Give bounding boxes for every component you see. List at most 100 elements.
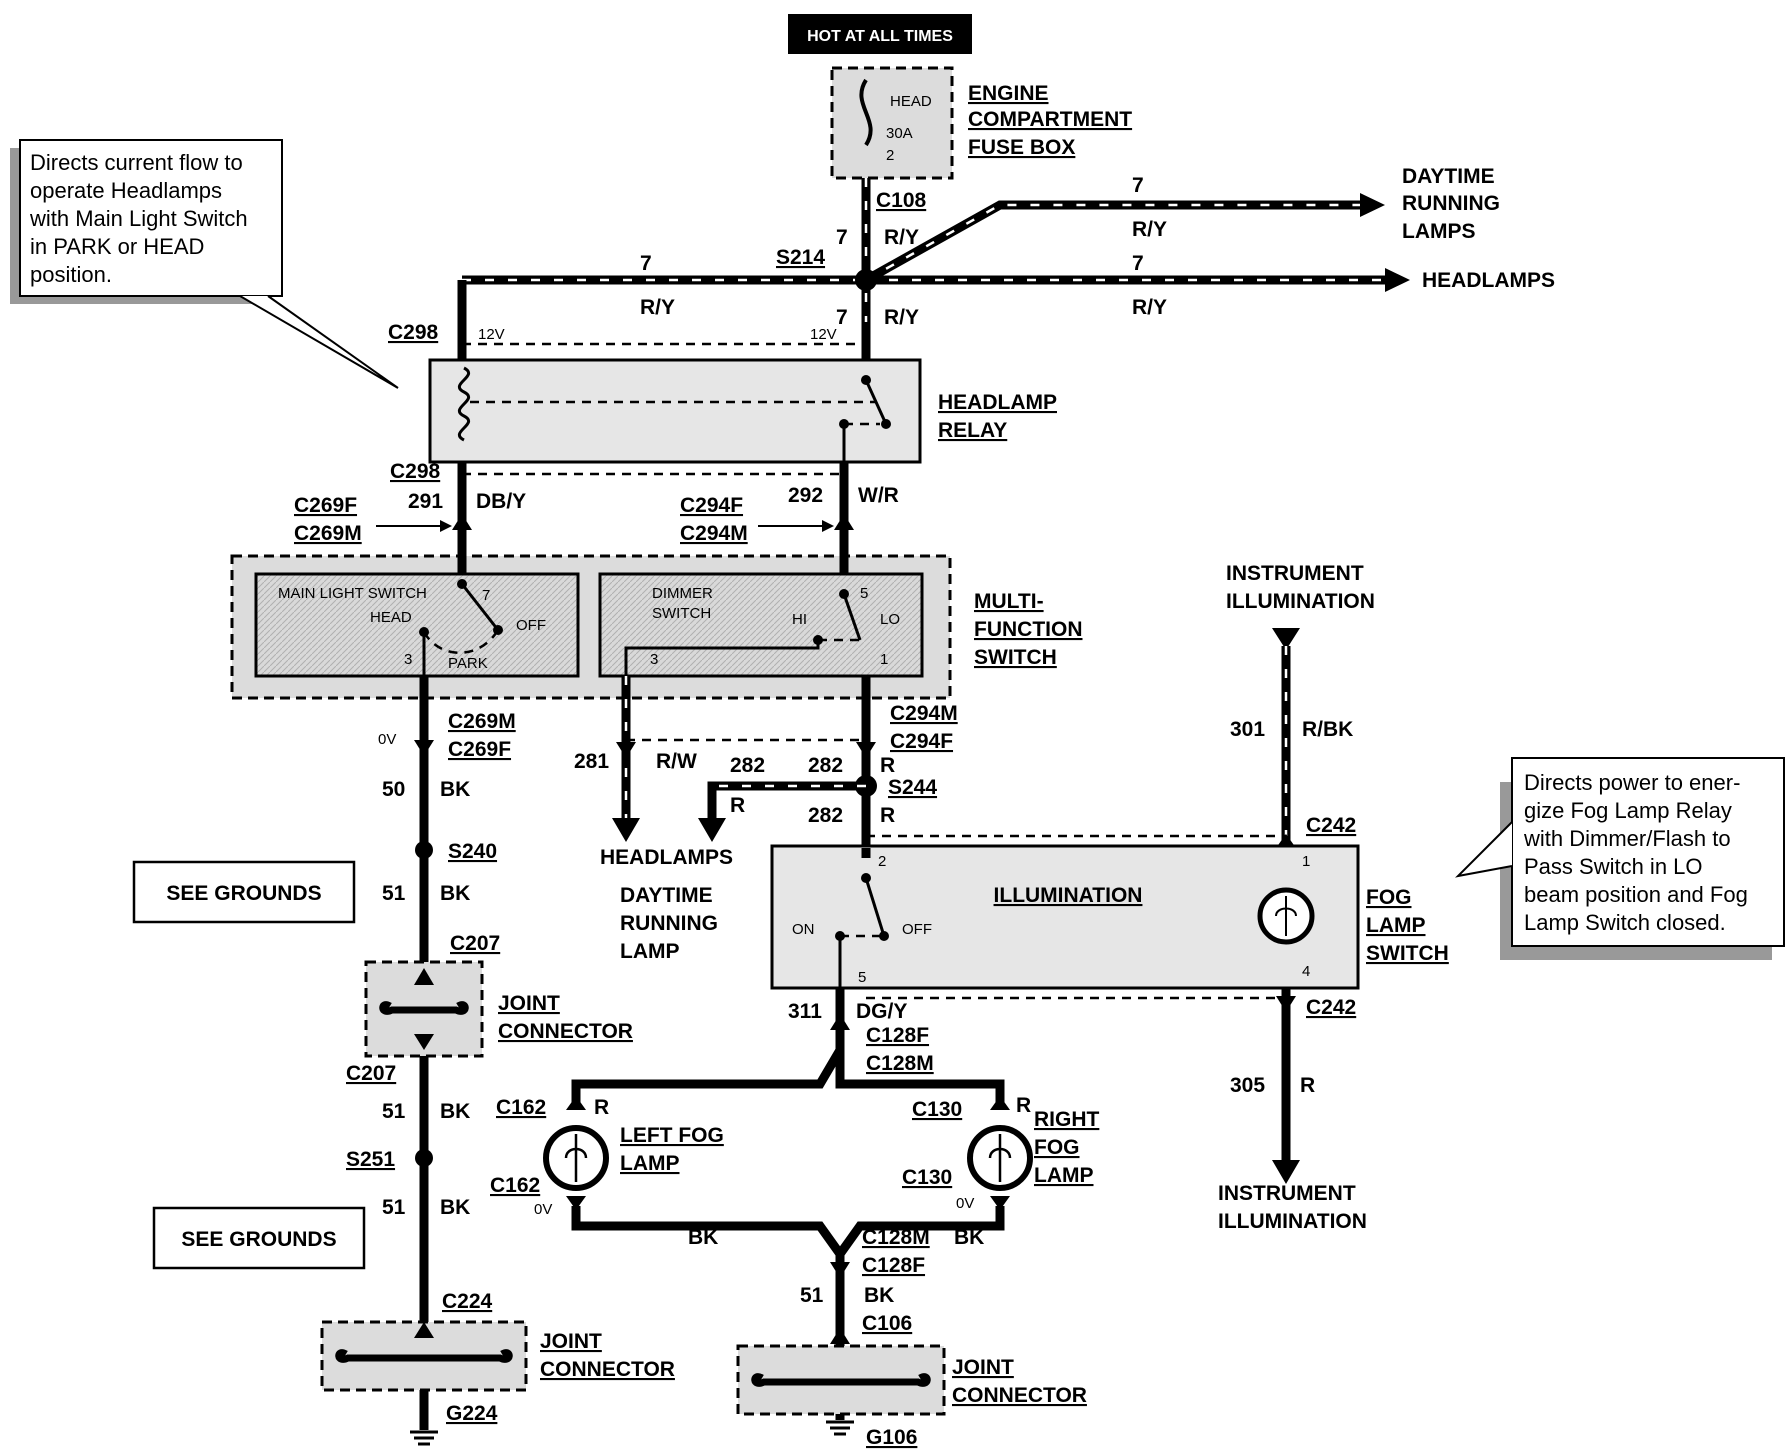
voltage-12v-right: 12V — [810, 326, 837, 343]
connector-c294f: C294F — [680, 494, 743, 517]
drl-lamp-label-2: RUNNING — [620, 912, 718, 935]
instrument-illumination-feed — [1272, 628, 1300, 848]
connector-c269m-b: C269M — [448, 710, 516, 733]
wire-color-bk-left-fog-ground: BK — [688, 1226, 718, 1249]
ground-symbol-g106 — [826, 1420, 854, 1436]
wire-number-305: 305 — [1230, 1074, 1265, 1097]
connector-c128f: C128F — [866, 1024, 929, 1047]
right-note-line-5: beam position and Fog — [1524, 882, 1748, 907]
instrument-illumination-bottom-2: ILLUMINATION — [1218, 1210, 1367, 1233]
connector-c269f-b: C269F — [448, 738, 511, 761]
wire-number-7-d: 7 — [1132, 174, 1144, 197]
wire-number-291: 291 — [408, 490, 443, 513]
joint-connector-label-1-g106: JOINT — [952, 1356, 1014, 1379]
right-fog-lamp-label-1: RIGHT — [1034, 1108, 1100, 1131]
wire-color-ry-a: R/Y — [884, 226, 919, 249]
instrument-illumination-output — [1272, 988, 1300, 1184]
wire-color-ry-d: R/Y — [1132, 218, 1167, 241]
wire-color-r-right-fog: R — [1016, 1094, 1031, 1117]
see-grounds-text-bottom: SEE GROUNDS — [181, 1228, 336, 1251]
on-position-label: ON — [792, 921, 815, 938]
dimmer-label-1: DIMMER — [652, 585, 713, 602]
wire-color-rw: R/W — [656, 750, 697, 773]
fuse-rating: 30A — [886, 125, 913, 142]
main-light-switch-label: MAIN LIGHT SWITCH — [278, 585, 427, 602]
wire-number-282-c: 282 — [808, 804, 843, 827]
connector-c269m: C269M — [294, 522, 362, 545]
wire-number-311: 311 — [788, 1000, 822, 1023]
wire-number-50: 50 — [382, 778, 405, 801]
left-note-line-3: with Main Light Switch — [29, 206, 248, 231]
wire-color-r-a: R — [880, 754, 895, 777]
wire-color-r-305: R — [1300, 1074, 1315, 1097]
voltage-0v-left: 0V — [378, 731, 396, 748]
connector-c130-bottom: C130 — [902, 1166, 952, 1189]
wire-color-dgy: DG/Y — [856, 1000, 907, 1023]
connector-c106: C106 — [862, 1312, 912, 1335]
dimmer-pin-3: 3 — [650, 651, 658, 668]
mfs-label-1: MULTI- — [974, 590, 1044, 613]
headlamps-bottom-label: HEADLAMPS — [600, 846, 733, 869]
right-note-line-4: Pass Switch in LO — [1524, 854, 1703, 879]
left-note-line-1: Directs current flow to — [30, 150, 243, 175]
hot-at-all-times-label: HOT AT ALL TIMES — [788, 14, 972, 54]
fuse-box-label-2: COMPARTMENT — [968, 108, 1132, 131]
connector-c242-top: C242 — [1306, 814, 1356, 837]
wire-color-ry-c: R/Y — [884, 306, 919, 329]
splice-s240 — [415, 841, 433, 859]
fuse-name: HEAD — [890, 93, 932, 110]
power-feed-wires — [457, 178, 1410, 346]
relay-coil-icon — [457, 366, 471, 442]
left-fog-lamp-label-1: LEFT FOG — [620, 1124, 724, 1147]
mfs-label-2: FUNCTION — [974, 618, 1083, 641]
joint-connector-label-2-c224: CONNECTOR — [540, 1358, 675, 1381]
right-note-line-6: Lamp Switch closed. — [1524, 910, 1726, 935]
wire-color-r-b: R — [730, 794, 745, 817]
fog-switch-label-1: FOG — [1366, 886, 1412, 909]
wire-color-rbk: R/BK — [1302, 718, 1353, 741]
park-position-label: PARK — [448, 655, 488, 672]
voltage-12v-left: 12V — [478, 326, 505, 343]
connector-c128m-b: C128M — [862, 1226, 930, 1249]
see-grounds-box-top: SEE GROUNDS — [132, 860, 356, 924]
drl-output-label-3: LAMPS — [1402, 220, 1476, 243]
fog-switch-label-3: SWITCH — [1366, 942, 1449, 965]
drl-lamp-label-3: LAMP — [620, 940, 680, 963]
dimmer-label-2: SWITCH — [652, 605, 711, 622]
left-note-callout: Directs current flow to operate Headlamp… — [10, 139, 399, 389]
wire-color-wr: W/R — [858, 484, 899, 507]
wire-color-dby: DB/Y — [476, 490, 526, 513]
hi-position-label: HI — [792, 611, 807, 628]
wire-number-282-a: 282 — [730, 754, 765, 777]
dimmer-output-wires — [612, 676, 877, 848]
ground-symbol-g224 — [410, 1430, 438, 1446]
right-fog-lamp-label-2: FOG — [1034, 1136, 1080, 1159]
joint-connector-icon-top — [379, 1001, 469, 1015]
wire-number-7-a: 7 — [836, 226, 848, 249]
mfs-label-3: SWITCH — [974, 646, 1057, 669]
connector-c298-top: C298 — [388, 321, 439, 344]
multi-function-switch: MAIN LIGHT SWITCH HEAD OFF PARK 7 3 DIMM… — [230, 554, 1083, 700]
wire-number-51-c: 51 — [382, 1196, 406, 1219]
mls-pin-3: 3 — [404, 651, 412, 668]
see-grounds-text-top: SEE GROUNDS — [166, 882, 321, 905]
instrument-illumination-top-1: INSTRUMENT — [1226, 562, 1364, 585]
wire-color-bk-51-b: BK — [440, 1100, 470, 1123]
hot-at-all-times-text: HOT AT ALL TIMES — [807, 28, 953, 45]
dimmer-pin-1: 1 — [880, 651, 888, 668]
see-grounds-box-bottom: SEE GROUNDS — [152, 1206, 366, 1270]
off-position-label: OFF — [516, 617, 546, 634]
right-note-callout: Directs power to ener- gize Fog Lamp Rel… — [1455, 757, 1785, 960]
splice-s251-label: S251 — [346, 1148, 395, 1171]
wire-color-bk-51-fog: BK — [864, 1284, 894, 1307]
fog-switch-pin-5: 5 — [858, 969, 866, 986]
wire-color-ry-e: R/Y — [1132, 296, 1167, 319]
left-fog-lamp-label-2: LAMP — [620, 1152, 680, 1175]
head-position-label: HEAD — [370, 609, 412, 626]
connector-c162-top: C162 — [496, 1096, 546, 1119]
headlamp-relay-label-1: HEADLAMP — [938, 391, 1057, 414]
joint-connector-icon-bottom — [335, 1349, 513, 1363]
fuse-box-label-3: FUSE BOX — [968, 136, 1075, 159]
connector-c294m-b: C294M — [890, 702, 958, 725]
joint-connector-label-1-top: JOINT — [498, 992, 560, 1015]
